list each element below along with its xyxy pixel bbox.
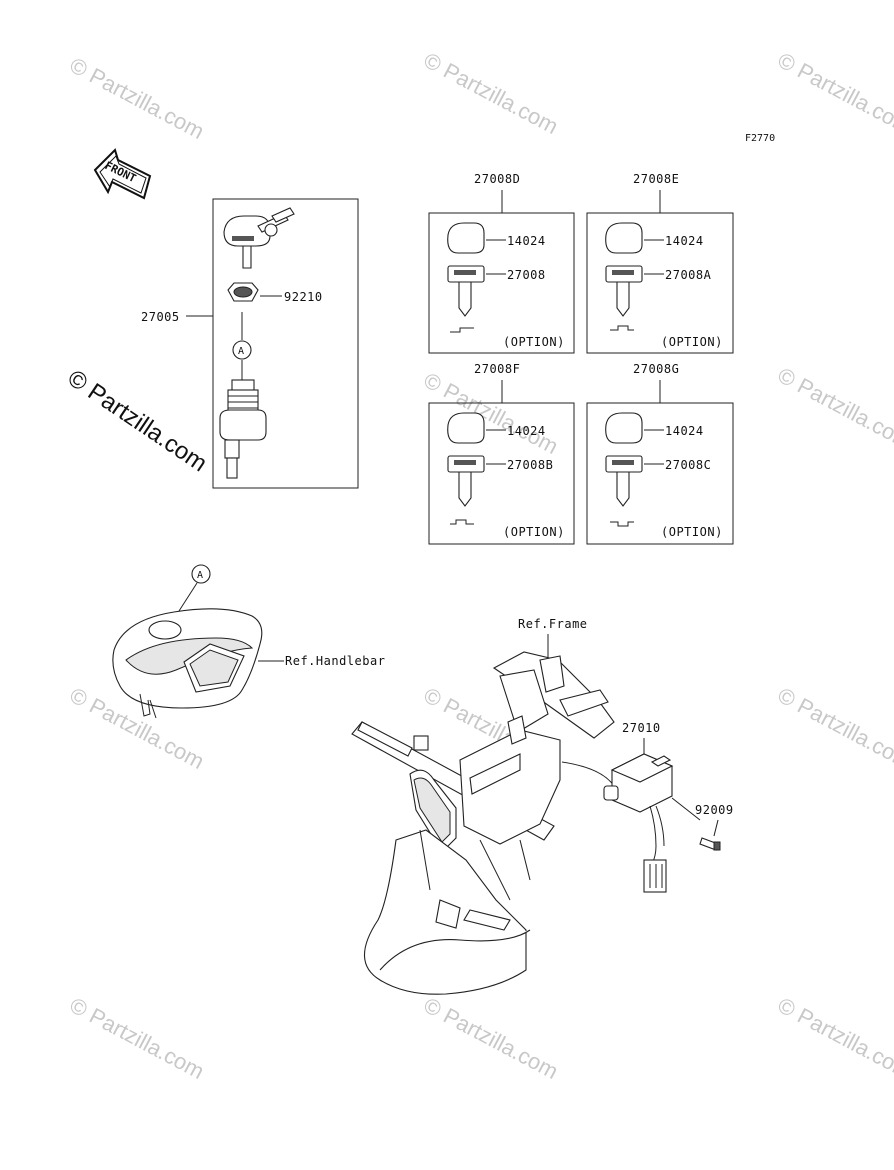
ignition-key [223, 207, 295, 269]
key-set-27008e: 27008E 14024 27008A (OPTION) [586, 172, 734, 354]
key-cut-profile-icon [610, 521, 634, 527]
part-label-cover: 14024 [507, 234, 546, 248]
watermark: © Partzilla.com [774, 362, 894, 454]
key-cut-profile-icon [450, 519, 474, 525]
key-set-27008d: 27008D 14024 27008 (OPTION) [428, 172, 575, 354]
callout-circle-a [232, 340, 252, 360]
watermark: © Partzilla.com [774, 682, 894, 774]
option-note: (OPTION) [503, 525, 565, 539]
part-label-27008d: 27008D [474, 172, 520, 186]
callout-circle-a [191, 564, 211, 584]
callout-letter: A [197, 570, 203, 581]
part-label-92009: 92009 [695, 803, 734, 817]
part-label-27008g: 27008G [633, 362, 679, 376]
key-cover-icon [447, 412, 485, 444]
part-label-27010: 27010 [622, 721, 661, 735]
option-note: (OPTION) [661, 525, 723, 539]
watermark: © Partzilla.com [420, 992, 563, 1084]
part-label-27008f: 27008F [474, 362, 520, 376]
part-label-27008e: 27008E [633, 172, 679, 186]
ref-label-handlebar: Ref.Handlebar [285, 654, 385, 668]
key-cover-icon [605, 412, 643, 444]
ignition-switch-set: 27005 92210 A [141, 198, 359, 489]
option-note: (OPTION) [661, 335, 723, 349]
part-label-cover: 14024 [507, 424, 546, 438]
key-cover-icon [447, 222, 485, 254]
key-cut-profile-icon [450, 327, 474, 333]
watermark: © Partzilla.com [774, 47, 894, 139]
watermark: © Partzilla.com [66, 52, 209, 144]
watermark: © Partzilla.com [420, 47, 563, 139]
option-note: (OPTION) [503, 335, 565, 349]
callout-letter: A [238, 346, 244, 357]
connector-icon [643, 859, 667, 893]
key-set-27008f: 27008F 14024 27008B (OPTION) [428, 362, 575, 545]
key-set-27008g: 27008G 14024 27008C (OPTION) [586, 362, 734, 545]
key-cover-icon [605, 222, 643, 254]
part-label-92210: 92210 [284, 290, 323, 304]
ref-label-frame: Ref.Frame [518, 617, 588, 631]
part-label-key: 27008C [665, 458, 711, 472]
frame-assembly [351, 651, 615, 995]
part-label-cover: 14024 [665, 424, 704, 438]
part-label-cover: 14024 [665, 234, 704, 248]
key-cut-profile-icon [610, 325, 634, 331]
watermark: © Partzilla.com [66, 992, 209, 1084]
part-label-27005: 27005 [141, 310, 180, 324]
watermark: © Partzilla.com [774, 992, 894, 1084]
watermark: © Partzilla.com [420, 367, 563, 459]
part-label-key: 27008B [507, 458, 553, 472]
handlebar-cover: A [112, 564, 284, 719]
watermark-dark: © Partzilla.com [63, 365, 212, 478]
ignition-switch-body [219, 379, 267, 479]
part-label-key: 27008 [507, 268, 546, 282]
relay-assembly: 27010 92009 [603, 721, 734, 893]
front-arrow-icon: FRONT [93, 148, 152, 200]
figure-code: F2770 [745, 133, 775, 144]
nut-92210 [227, 282, 282, 302]
ignition-set-box [212, 198, 359, 489]
part-label-key: 27008A [665, 268, 712, 282]
